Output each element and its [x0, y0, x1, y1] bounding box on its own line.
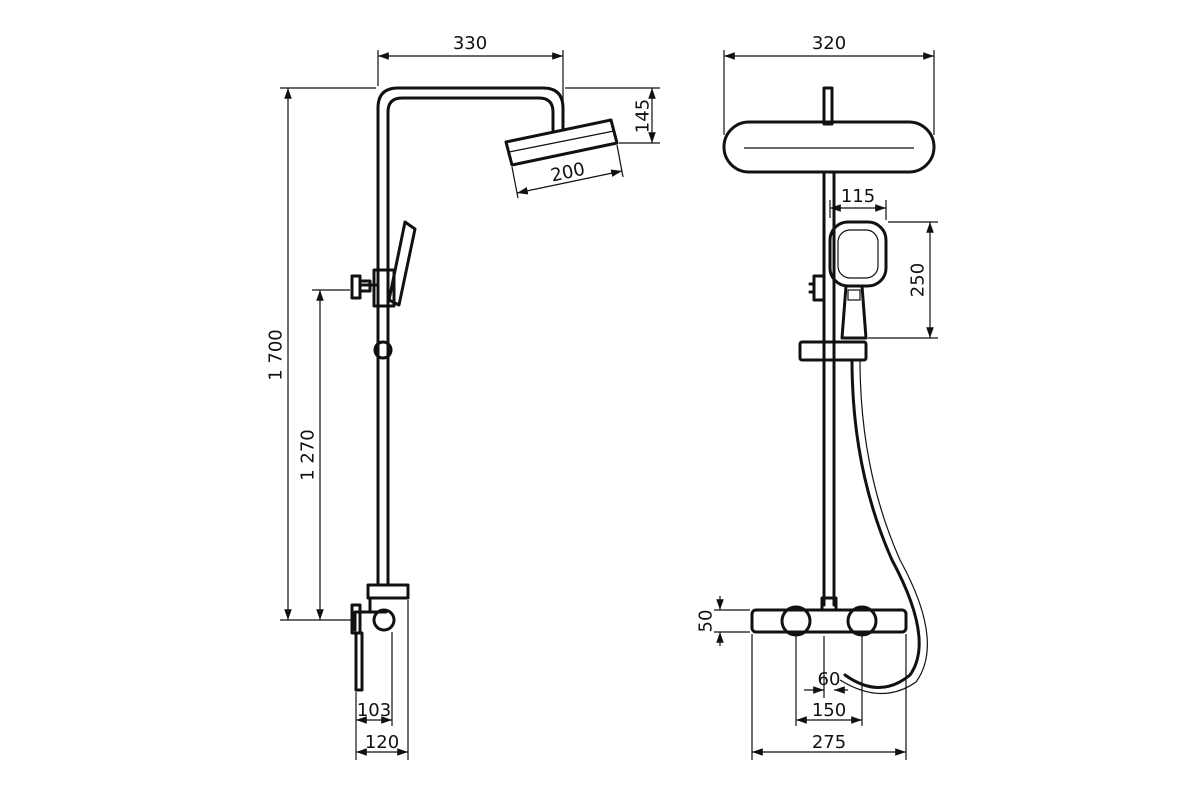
front-mixer-knob-right	[846, 605, 878, 637]
side-shower-head	[504, 118, 619, 167]
dim-total-height: 1 700	[266, 329, 287, 381]
side-ball-joint	[373, 340, 393, 360]
dim-front-outlet-spacing: 60	[818, 669, 841, 690]
dim-mixer-height: 1 270	[298, 429, 319, 481]
front-hand-shower-face	[837, 229, 879, 279]
side-mixer-knob	[372, 608, 396, 632]
dim-line-200	[516, 169, 623, 195]
front-mixer-body	[750, 608, 908, 634]
dim-side-mixer-depth: 120	[365, 732, 399, 753]
front-hand-shower-handle	[840, 284, 868, 340]
side-mixer-body	[353, 583, 410, 632]
front-view: 320 115 250 50 60 150 275	[696, 33, 938, 760]
side-riser-pipe-inner	[386, 96, 555, 587]
dim-side-outlet-depth: 103	[357, 700, 391, 721]
side-view: 330 145 200 1 700 1 270 103 120	[266, 33, 660, 760]
dim-side-arm-width: 330	[453, 33, 487, 54]
dim-front-head-width: 320	[812, 33, 846, 54]
dim-side-head-drop: 145	[633, 99, 654, 133]
front-hand-shower-button	[847, 289, 861, 301]
front-hand-shower-head	[828, 220, 888, 288]
front-shower-head	[722, 120, 936, 174]
side-slider	[372, 268, 396, 308]
front-mixer-knob-left	[780, 605, 812, 637]
front-mixer-center	[820, 596, 838, 612]
dim-side-head-length: 200	[549, 159, 587, 187]
side-shower-head-face	[508, 130, 615, 153]
dim-front-handshower-offset: 115	[841, 186, 875, 207]
side-spout	[354, 631, 364, 692]
front-hose	[843, 358, 921, 689]
front-slider-bar	[798, 340, 868, 362]
dim-front-connector-spacing: 150	[812, 700, 846, 721]
side-riser-pipe	[376, 86, 565, 587]
side-diverter-knob	[350, 274, 380, 300]
front-diverter-knob	[808, 274, 826, 302]
dim-front-handshower-height: 250	[908, 263, 929, 297]
dim-front-mixer-width: 275	[812, 732, 846, 753]
front-hose-inner	[839, 359, 928, 695]
front-arm-stub	[822, 86, 834, 126]
dim-front-mixer-height: 50	[696, 610, 717, 633]
